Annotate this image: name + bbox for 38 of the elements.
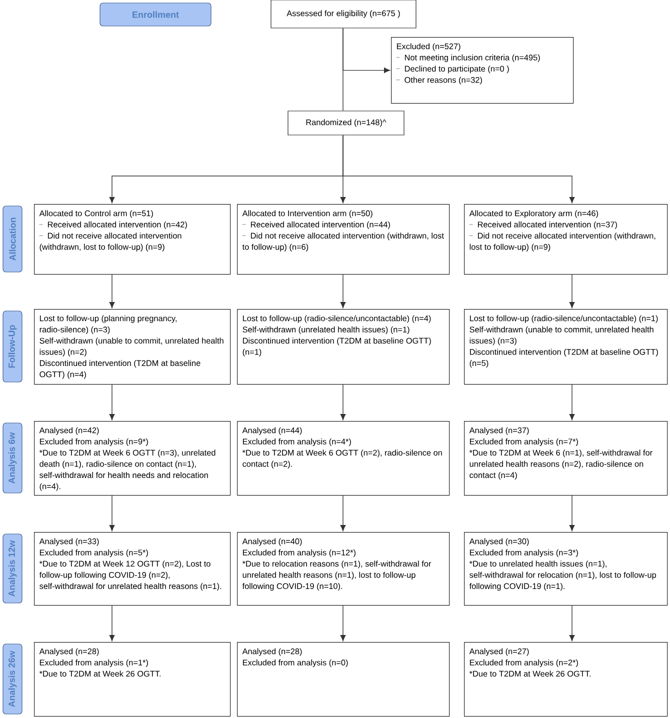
flow-box: Analysed (n=40) Excluded from analysis (n=12*) *Due to relocation reasons (n=1), self-withdrawal for unrelated health reasons (n=1), lost to follow-up following COVID-19 (n=10).	[237, 532, 450, 606]
arrow	[340, 495, 346, 532]
arrow	[109, 384, 115, 420]
flow-box: Lost to follow-up (planning pregnancy, radio-silence) (n=3) Self-withdrawn (unable to commit, unrelated health issues) (n=2) Discontinued intervention (T2DM at baseline OGTT) (n=4)	[34, 309, 231, 385]
stage-label: Analysis 26w	[2, 644, 22, 714]
flow-box: Analysed (n=28) Excluded from analysis (n=0)	[237, 642, 450, 717]
flow-box: Lost to follow-up (radio-silence/uncontactable) (n=4) Self-withdrawn (unrelated health issues) (n=1) Discontinued intervention (T2DM at baseline OGTT) (n=1)	[237, 309, 450, 385]
flow-box: Analysed (n=42) Excluded from analysis (n=9*) *Due to T2DM at Week 6 OGTT (n=3), unrelated death (n=1), radio-silence on contact (n=1), self-withdrawal for health needs and relocation (n=4).	[34, 421, 231, 496]
arrow	[109, 495, 115, 532]
flow-box: Analysed (n=33) Excluded from analysis (n=5*) *Due to T2DM at Week 12 OGTT (n=2), Lost to follow-up following COVID-19 (n=2), self-withdrawal for unrelated health reasons (n=1).	[34, 532, 231, 606]
flow-box: Allocated to Control arm (n=51) Received allocated intervention (n=42) Did not receive allocated intervention (withdrawn, lost to follow-up) (n=9)	[34, 204, 231, 275]
stage-label: Follow-Up	[2, 310, 22, 382]
arrow	[569, 274, 575, 308]
arrow	[569, 384, 575, 420]
flow-box: Allocated to Exploratory arm (n=46) Received allocated intervention (n=37) Did not receive allocated intervention (withdrawn, lost to follow-up) (n=9)	[464, 204, 668, 275]
arrow	[569, 605, 575, 642]
stage-label: Analysis 6w	[2, 422, 22, 494]
arrow	[340, 384, 346, 420]
arrow	[342, 134, 575, 204]
flow-box: Analysed (n=30) Excluded from analysis (n=3*) *Due to unrelated health issues (n=1), self-withdrawal for relocation (n=1), lost to follow-up following COVID-19 (n=1).	[464, 532, 668, 606]
flow-box: Assessed for eligibility (n=675 )	[270, 0, 416, 28]
arrow	[109, 605, 115, 642]
arrow	[569, 495, 575, 532]
flow-box: Lost to follow-up (radio-silence/uncontactable) (n=1) Self-withdrawn (unable to commit, unrelated health issues) (n=3) Discontinued intervention (T2DM at baseline OGTT) (n=5)	[464, 309, 668, 385]
flow-box: Randomized (n=148)^	[288, 110, 404, 136]
flow-box: Analysed (n=27) Excluded from analysis (n=2*) *Due to T2DM at Week 26 OGTT.	[464, 642, 668, 717]
arrow	[340, 605, 346, 642]
flow-box: Allocated to Intervention arm (n=50) Received allocated intervention (n=44) Did not receive allocated intervention (withdrawn, lost to follow-up) (n=6)	[237, 204, 450, 275]
arrow	[340, 274, 346, 308]
flow-box: Analysed (n=28) Excluded from analysis (n=1*) *Due to T2DM at Week 26 OGTT.	[34, 642, 231, 717]
flow-box: Excluded (n=527) Not meeting inclusion criteria (n=495) Declined to participate (n=0 ) Other reasons (n=32)	[391, 37, 574, 104]
stage-label: Enrollment	[100, 2, 212, 26]
arrow	[342, 28, 390, 73]
stage-label: Allocation	[2, 206, 22, 272]
arrow	[109, 274, 115, 308]
flow-box: Analysed (n=44) Excluded from analysis (n=4*) *Due to T2DM at Week 6 OGTT (n=2), radio-silence on contact (n=2).	[237, 421, 450, 496]
flow-box: Analysed (n=37) Excluded from analysis (n=7*) *Due to T2DM at Week 6 (n=1), self-withdrawal for unrelated health reasons (n=2), radio-silence on contact (n=4)	[464, 421, 668, 496]
stage-label: Analysis 12w	[2, 534, 22, 604]
